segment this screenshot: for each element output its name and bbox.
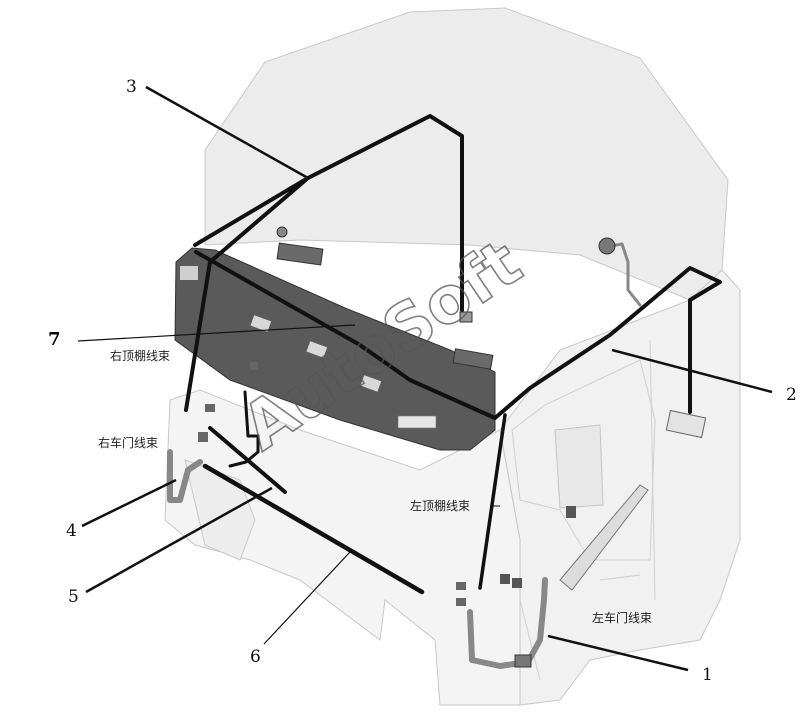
door-handle-lever: [559, 484, 649, 591]
roof-lamp-module: [276, 242, 324, 266]
harness-lines: [184, 114, 722, 595]
seat-outline: [554, 424, 604, 509]
dome-lamp-cable: [608, 242, 642, 307]
roof-lamp-connector: [276, 226, 288, 238]
front-bar-5: [208, 426, 287, 494]
dome-lamp: [598, 237, 616, 255]
label-left-door-harness: 左车门线束: [592, 610, 652, 625]
components: [198, 226, 707, 668]
leader-5: [85, 486, 273, 594]
label-left-roof-harness: 左顶棚线束: [410, 498, 470, 513]
center-console-module: [452, 348, 494, 370]
right-side-connector-a: [205, 404, 215, 412]
callout-4: 4: [66, 521, 77, 541]
door-pillar-lines: [519, 339, 656, 681]
leader-lines: [77, 85, 773, 672]
center-connector: [459, 311, 473, 323]
callout-6: 6: [250, 647, 261, 667]
label-right-roof-harness: 右顶棚线束: [110, 348, 170, 363]
console-plate-left: [180, 266, 198, 280]
callout-5: 5: [68, 587, 79, 607]
callout-2: 2: [786, 385, 797, 405]
console-slot-1: [250, 315, 272, 332]
console-slot-3: [360, 375, 382, 392]
console-plate-right: [397, 415, 437, 429]
console-slot-2: [306, 341, 328, 358]
left-door-switch-b: [512, 578, 522, 588]
callout-3: 3: [126, 77, 137, 97]
front-bar-6: [202, 463, 425, 595]
left-pillar-harness-route: [478, 413, 507, 590]
cab-right-side: [499, 269, 741, 706]
left-roof-harness-route: [194, 250, 722, 420]
left-door-connector-a: [456, 582, 466, 590]
right-side-connector-b: [250, 362, 258, 370]
roof-console-panel: [174, 247, 496, 451]
right-door-harness-route: [228, 390, 260, 468]
leader-6: [263, 551, 351, 645]
door-lock-module: [566, 506, 576, 518]
leader-2: [611, 348, 773, 394]
leader-1: [547, 634, 689, 672]
leader-4: [81, 478, 177, 528]
left-door-module: [514, 654, 532, 668]
callout-1: 1: [702, 665, 713, 685]
leader-3: [145, 85, 309, 180]
callout-7: 7: [48, 329, 61, 350]
label-right-door-harness: 右车门线束: [98, 435, 158, 450]
rear-lamp-unit: [665, 409, 707, 439]
right-door-connector: [198, 432, 208, 442]
door-window-outline: [511, 359, 656, 561]
left-door-switch-a: [500, 574, 510, 584]
leader-7: [77, 324, 356, 342]
left-door-connector-b: [456, 598, 466, 606]
